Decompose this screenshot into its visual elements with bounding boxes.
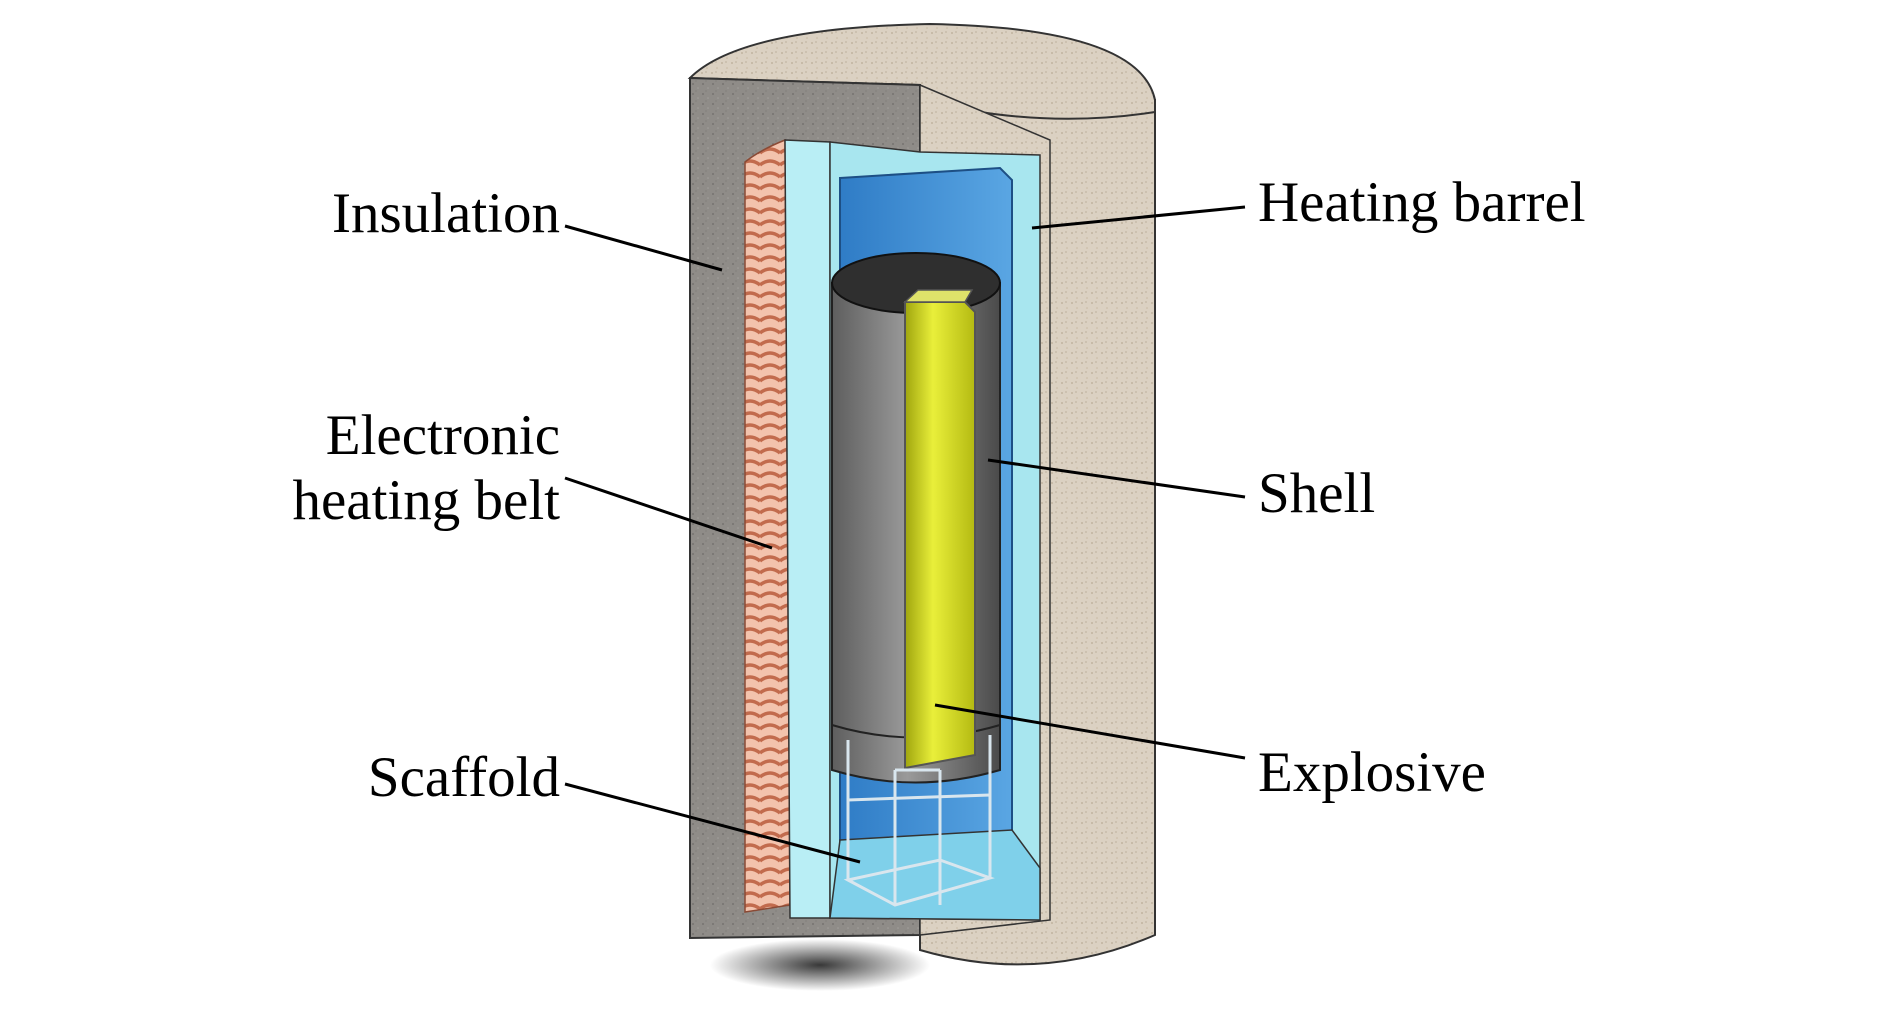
- label-heating-belt-line1: Electronic: [325, 404, 560, 467]
- explosive-top: [903, 289, 974, 303]
- label-heating-barrel: Heating barrel: [1258, 171, 1586, 234]
- heating-barrel-leader: [1031, 205, 1246, 230]
- heating-belt: [744, 138, 791, 913]
- label-shell: Shell: [1258, 462, 1376, 525]
- insulation-leader: [564, 224, 723, 272]
- heating-barrel-wall-left: [784, 139, 831, 919]
- explosive-leader: [934, 703, 1246, 760]
- explosive-column: [904, 301, 976, 770]
- leader-lines: [564, 205, 1246, 864]
- label-scaffold: Scaffold: [367, 746, 560, 809]
- ground-shadow: [710, 939, 930, 991]
- label-insulation: Insulation: [332, 182, 560, 245]
- scaffold: [843, 735, 995, 907]
- shell-leader: [987, 458, 1246, 499]
- heating-barrel-bottom: [829, 829, 1041, 921]
- heating-belt-leader: [564, 476, 773, 550]
- insulation-top: [687, 22, 1156, 120]
- label-explosive: Explosive: [1258, 741, 1486, 804]
- scaffold-leader: [564, 782, 861, 864]
- label-heating-belt-line2: heating belt: [292, 469, 561, 532]
